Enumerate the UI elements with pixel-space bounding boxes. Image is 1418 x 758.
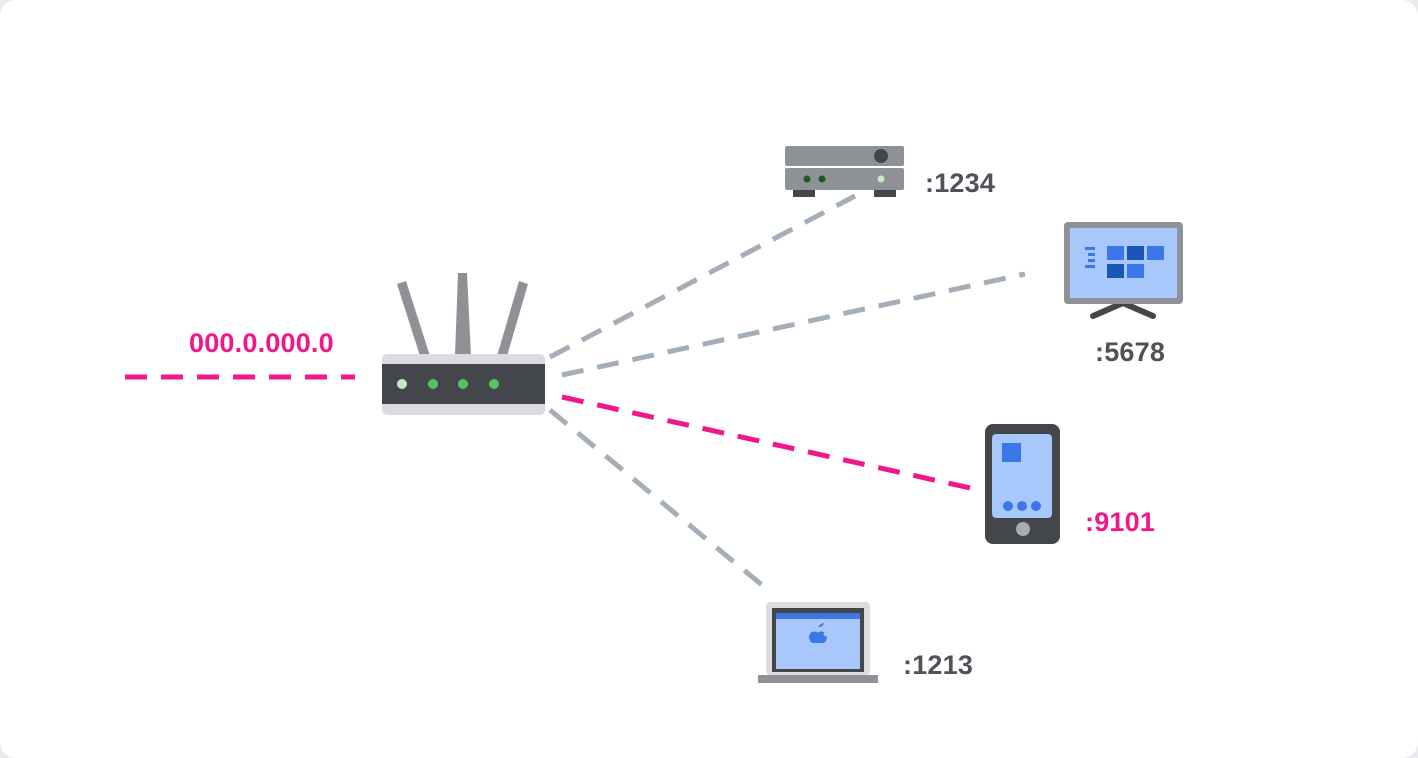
apple-logo-icon: [809, 623, 829, 643]
link-router-tv: [561, 271, 1026, 378]
tv-port-label: :5678: [1095, 337, 1166, 367]
link-router-phone: [561, 394, 971, 491]
server-port-label: :1234: [925, 168, 996, 198]
router-icon: [382, 273, 545, 415]
server-icon: [785, 146, 904, 197]
phone-icon: [985, 424, 1060, 544]
public-ip-label: 000.0.000.0: [189, 328, 334, 358]
laptop-port-label: :1213: [903, 650, 974, 680]
link-router-server: [548, 193, 857, 360]
laptop-icon: [758, 602, 878, 683]
phone-port-label: :9101: [1085, 507, 1156, 537]
tv-icon: [1064, 222, 1183, 319]
link-router-laptop: [548, 408, 770, 592]
